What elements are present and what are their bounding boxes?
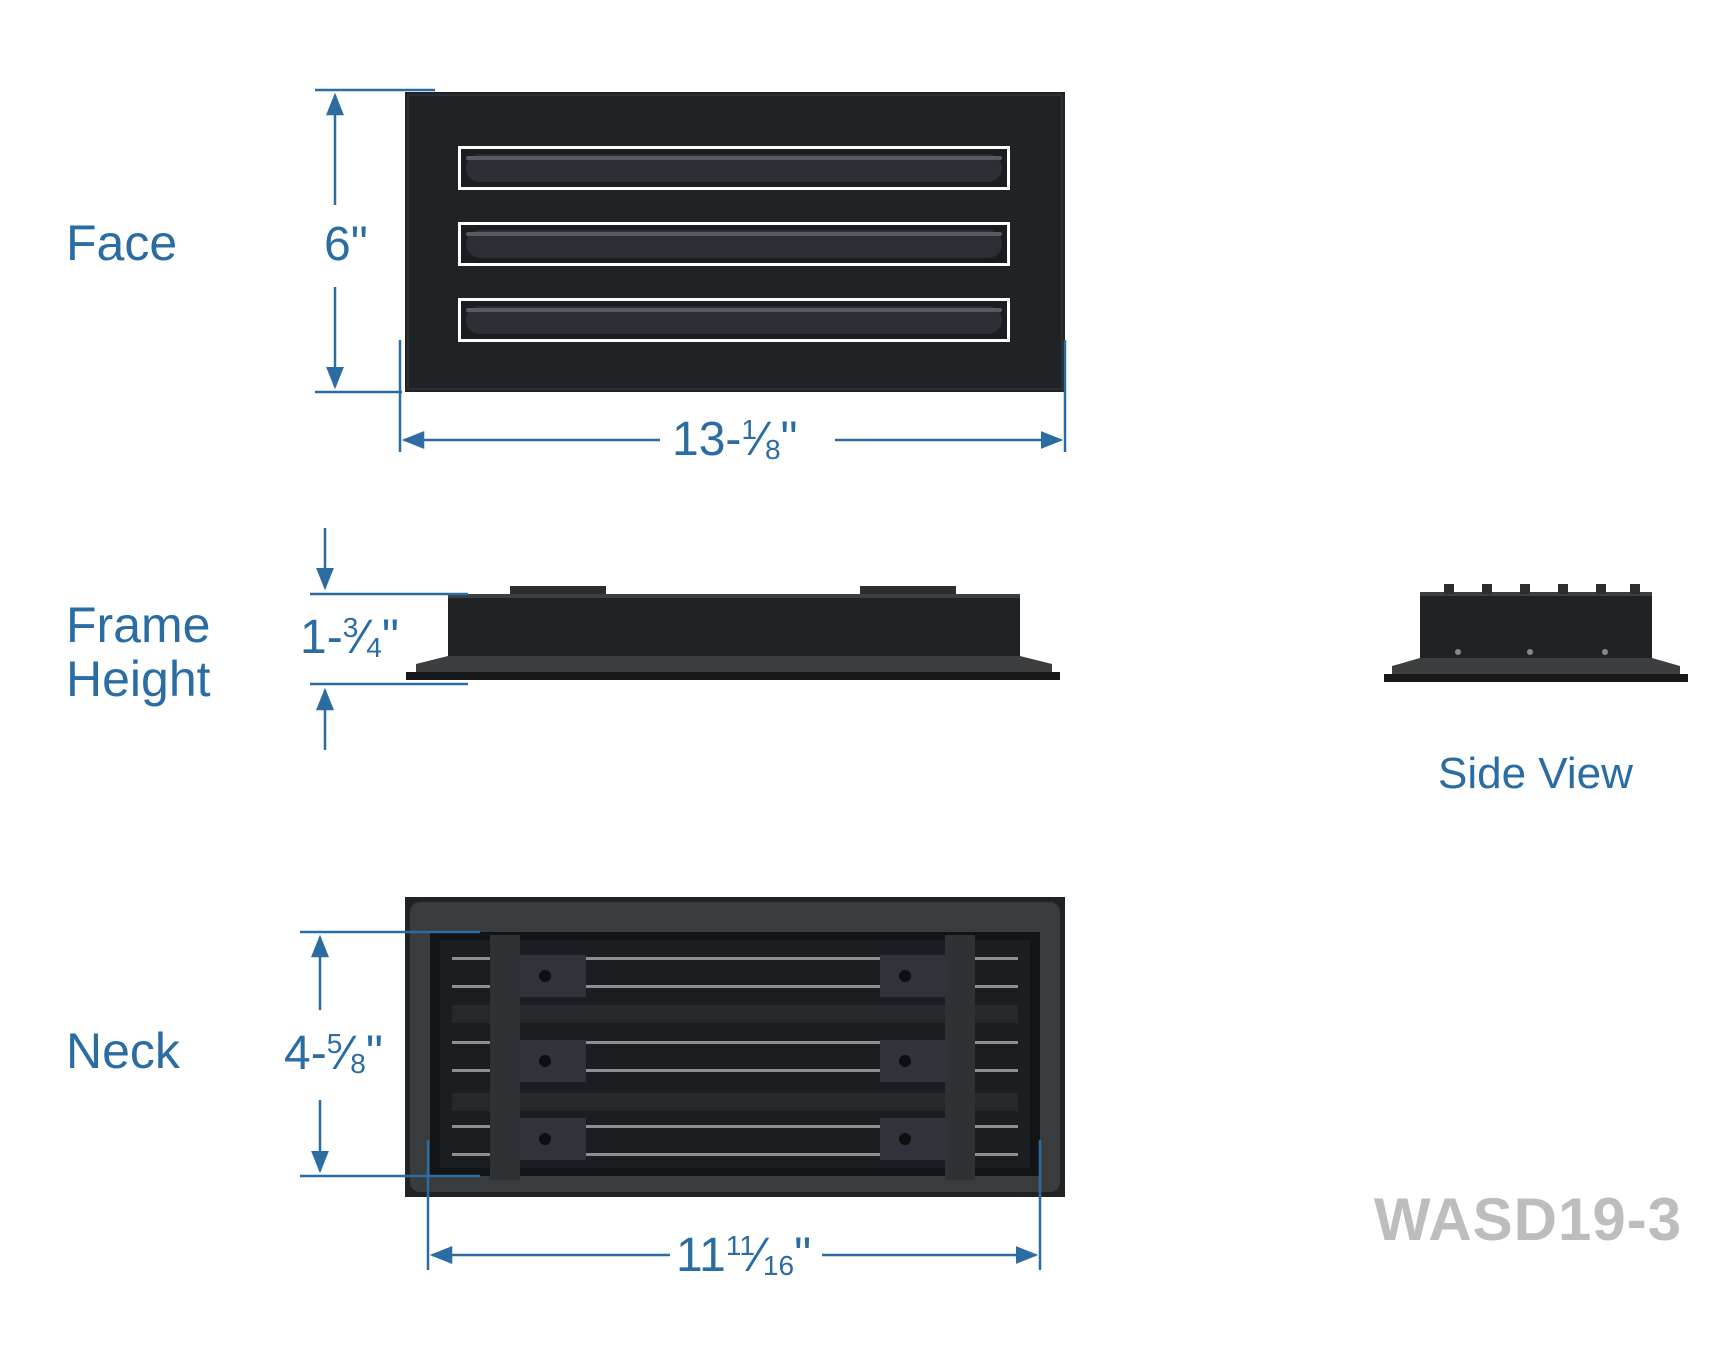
model-number: WASD19-3 bbox=[1374, 1186, 1683, 1253]
neck-height-denominator: 8 bbox=[350, 1048, 366, 1079]
neck-brackets bbox=[490, 935, 975, 1180]
neck-height-unit: " bbox=[365, 1027, 383, 1080]
face-width-denominator: 8 bbox=[764, 434, 781, 465]
neck-height-numerator: 5 bbox=[326, 1028, 343, 1059]
frame-height-label-line2: Height bbox=[66, 651, 211, 707]
face-width-dimension bbox=[398, 340, 1067, 452]
neck-width-value: 1111⁄16" bbox=[670, 1229, 818, 1282]
neck-cross-channels bbox=[452, 1005, 1018, 1111]
frame-height-label-line1: Frame bbox=[66, 597, 211, 653]
side-view-profile bbox=[1384, 584, 1688, 682]
frame-height-dimension bbox=[310, 528, 468, 750]
frame-height-numerator: 3 bbox=[342, 612, 359, 643]
face-width-unit: " bbox=[780, 413, 798, 466]
face-height-dimension bbox=[315, 88, 435, 394]
neck-height-dimension bbox=[300, 930, 480, 1178]
face-height-value: 6" bbox=[318, 221, 374, 269]
frame-profile-view bbox=[406, 586, 1060, 680]
face-width-whole: 13- bbox=[672, 413, 742, 466]
face-slot-3 bbox=[458, 298, 1010, 342]
face-label: Face bbox=[66, 215, 178, 271]
frame-height-whole: 1- bbox=[300, 611, 343, 664]
neck-label: Neck bbox=[66, 1023, 180, 1079]
frame-height-unit: " bbox=[381, 611, 399, 664]
face-slot-1 bbox=[458, 146, 1010, 190]
side-view-tabs bbox=[1444, 584, 1640, 594]
neck-width-unit: " bbox=[794, 1229, 812, 1282]
neck-width-numerator: 11 bbox=[725, 1230, 755, 1261]
frame-height-denominator: 4 bbox=[366, 632, 382, 663]
neck-width-whole: 11 bbox=[676, 1229, 726, 1282]
face-view-grille bbox=[405, 92, 1065, 392]
frame-height-value: 1-3⁄4" bbox=[294, 614, 405, 662]
neck-view-grille bbox=[405, 897, 1065, 1197]
neck-height-whole: 4- bbox=[284, 1027, 327, 1080]
neck-height-value: 4-5⁄8" bbox=[278, 1030, 389, 1078]
frame-height-label: Frame Height bbox=[66, 598, 211, 706]
face-slot-2 bbox=[458, 222, 1010, 266]
face-width-value: 13-1⁄8" bbox=[666, 416, 804, 464]
neck-width-denominator: 16 bbox=[762, 1250, 795, 1281]
neck-width-dimension bbox=[426, 1140, 1042, 1270]
side-view-label: Side View bbox=[1438, 749, 1633, 798]
face-width-numerator: 1 bbox=[741, 414, 757, 445]
